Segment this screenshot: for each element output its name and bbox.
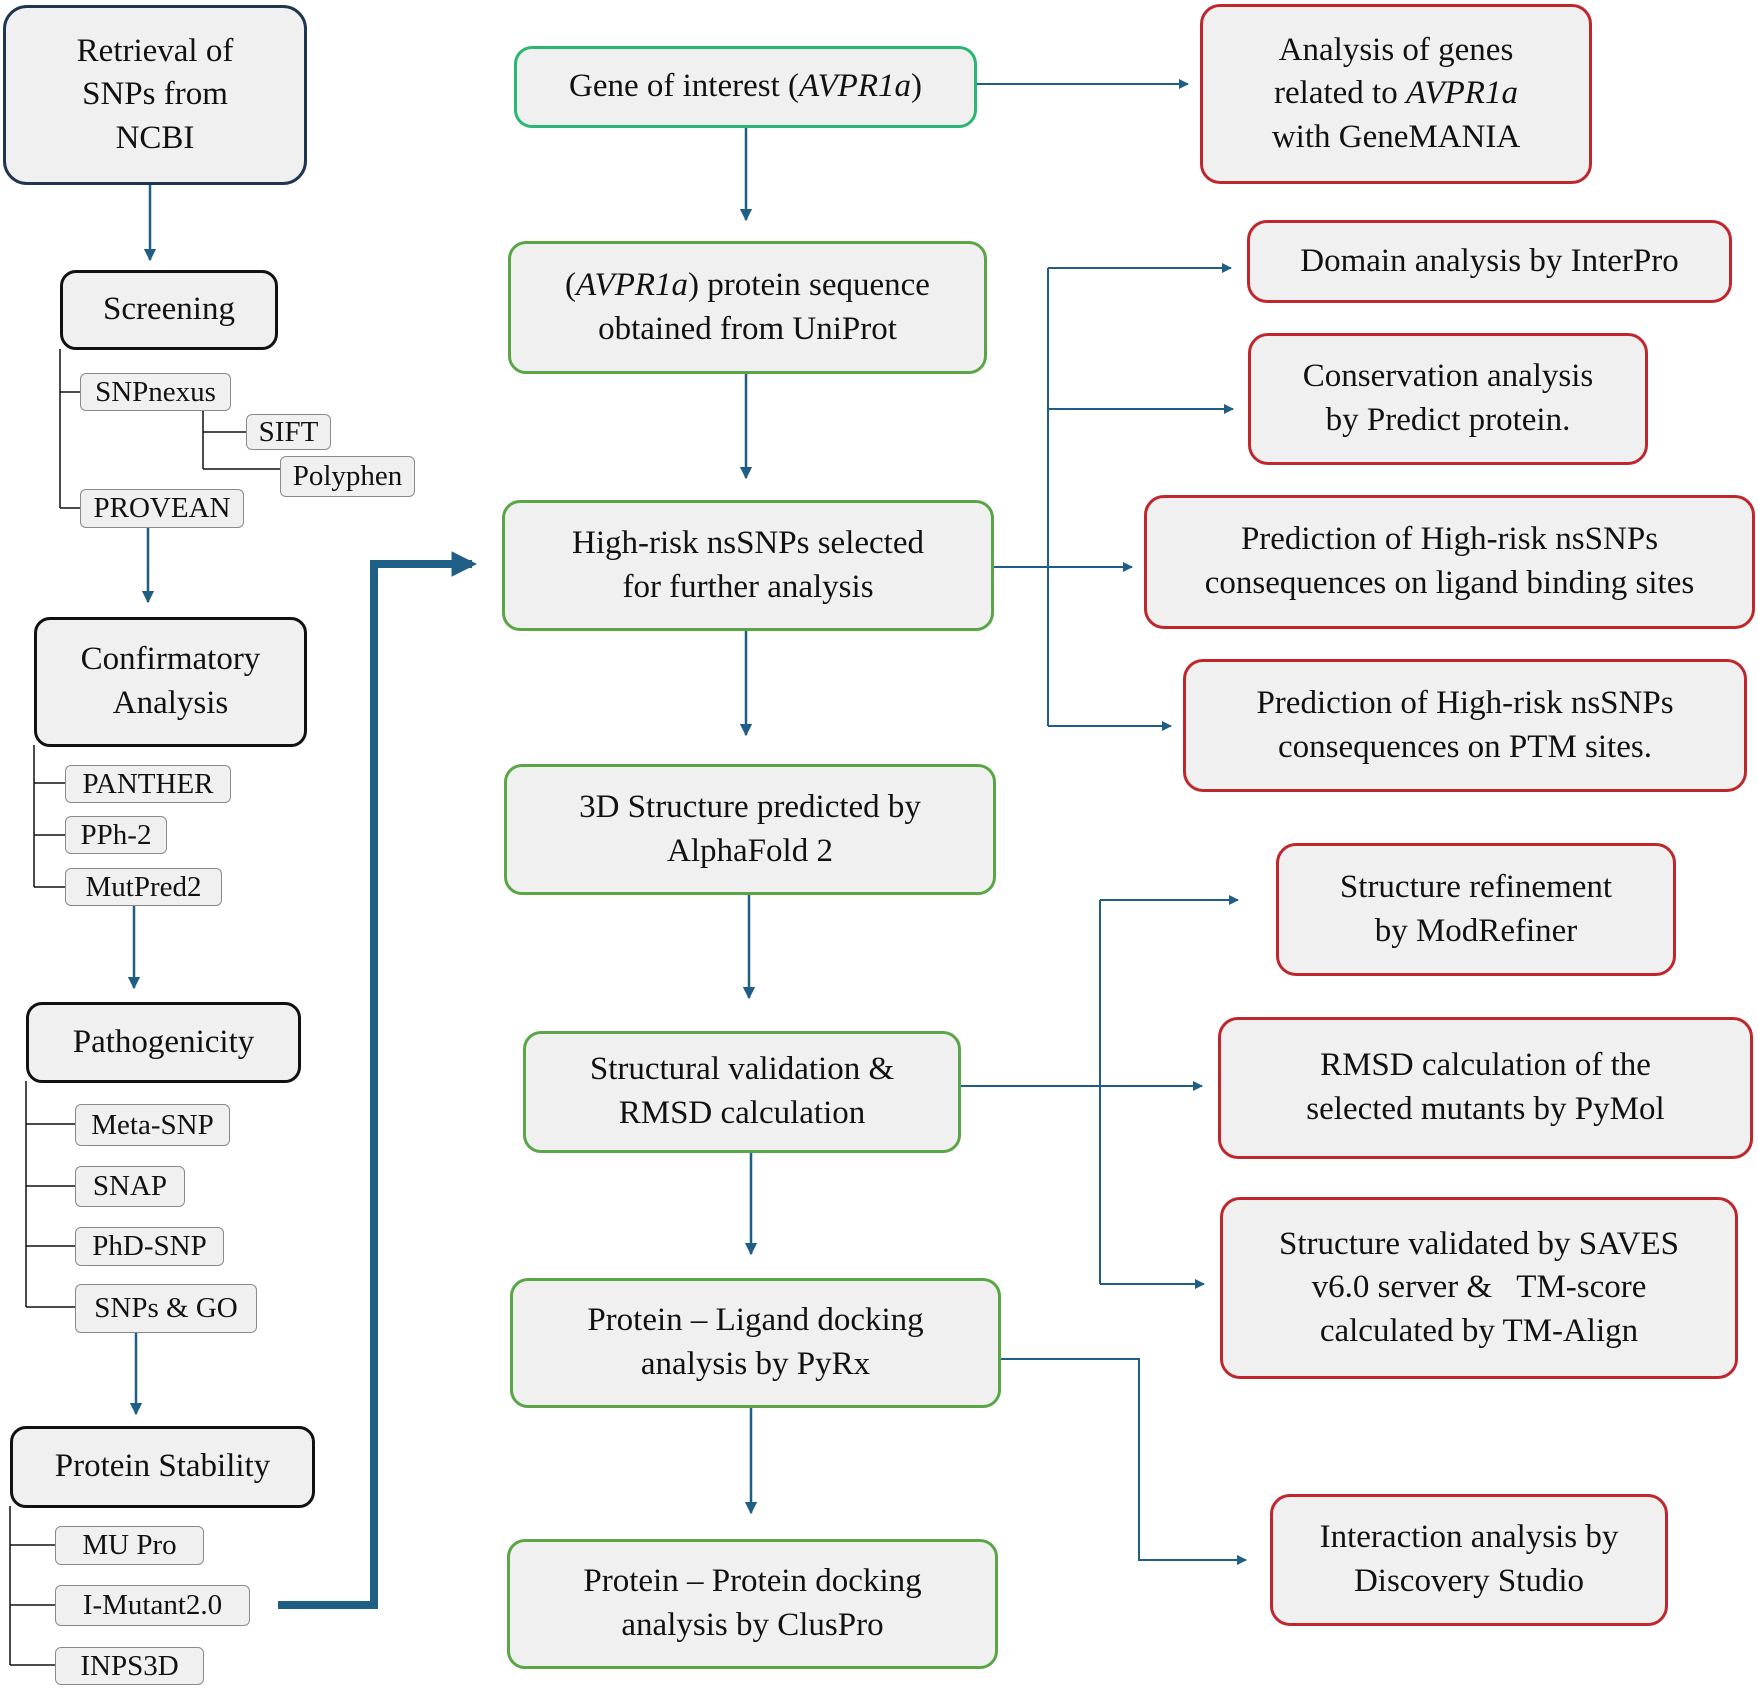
modrefiner-box: Structure refinement by ModRefiner [1276,843,1676,976]
confirmatory-box: Confirmatory Analysis [34,617,307,747]
pathogenicity-box: Pathogenicity [26,1002,301,1083]
ligand-docking-line-2: analysis by PyRx [640,1346,871,1382]
genemania-line-3: with GeneMANIA [1271,118,1521,155]
arrow-ligand-to-discovery [1001,1358,1247,1565]
protein-docking-line-1: Protein – Protein docking [583,1563,922,1600]
tool-snap: SNAP [75,1166,185,1207]
saves-line-3: calculated by TM-Align [1319,1312,1639,1349]
retrieval-line-1: Retrieval of [76,32,234,69]
ligand-sites-line-2: consequences on ligand binding sites [1204,565,1695,601]
ligand-docking-box: Protein – Ligand docking analysis by PyR… [510,1278,1001,1408]
tool-sift: SIFT [246,414,331,450]
tool-meta-snp: Meta-SNP [75,1104,230,1146]
high-risk-box: High-risk nsSNPs selected for further an… [502,500,994,631]
saves-line-1: Structure validated by SAVES [1279,1225,1679,1262]
gene-label: Gene of interest (AVPR1a) [569,65,922,109]
interpro-text: Domain analysis by InterPro [1300,242,1679,279]
retrieval-line-3: NCBI [115,119,195,156]
stability-title: Protein Stability [54,1448,271,1485]
modrefiner-line-2: by ModRefiner [1374,912,1578,949]
pathogenicity-title: Pathogenicity [72,1023,255,1060]
pymol-line-1: RMSD calculation of the [1320,1047,1651,1084]
ptm-sites-line-1: Prediction of High-risk nsSNPs [1256,684,1674,721]
gene-of-interest-box: Gene of interest (AVPR1a) [514,46,977,128]
tool-polyphen: Polyphen [280,456,415,497]
discovery-box: Interaction analysis by Discovery Studio [1270,1494,1668,1626]
structure-line-2: AlphaFold 2 [667,832,833,869]
genemania-prefix: related to [1274,75,1406,112]
tool-snpnexus: SNPnexus [80,373,231,411]
tool-i-mutant: I-Mutant2.0 [55,1585,250,1626]
screening-title: Screening [103,291,235,328]
validation-line-1: Structural validation & [589,1051,895,1088]
validation-box: Structural validation & RMSD calculation [523,1031,961,1153]
ptm-sites-line-2: consequences on PTM sites. [1278,728,1652,765]
screening-tree [59,349,280,509]
modrefiner-line-1: Structure refinement [1339,868,1613,905]
tool-provean: PROVEAN [80,489,244,528]
stability-tree [9,1506,55,1666]
conservation-line-1: Conservation analysis [1302,358,1594,395]
confirmatory-title-line-2: Analysis [112,685,229,721]
conservation-line-2: by Predict protein. [1325,402,1571,438]
high-risk-line-2: for further analysis [622,568,874,605]
saves-line-2: v6.0 server & TM-score [1311,1269,1647,1306]
saves-box: Structure validated by SAVES v6.0 server… [1220,1197,1738,1379]
genemania-gene-name: AVPR1a [1405,75,1518,112]
gene-name: AVPR1a [799,68,911,105]
genemania-box: Analysis of genes related to AVPR1a with… [1200,4,1592,184]
sequence-gene-name: AVPR1a [576,266,689,303]
tool-tree-lines [9,349,280,1666]
high-risk-line-1: High-risk nsSNPs selected [572,524,924,561]
screening-box: Screening [60,270,278,350]
tool-inps3d: INPS3D [55,1647,204,1685]
ligand-docking-line-1: Protein – Ligand docking [587,1302,924,1339]
ptm-sites-box: Prediction of High-risk nsSNPs consequen… [1183,659,1747,792]
conservation-box: Conservation analysis by Predict protein… [1248,333,1648,465]
ligand-sites-box: Prediction of High-risk nsSNPs consequen… [1144,495,1755,629]
pymol-box: RMSD calculation of the selected mutants… [1218,1017,1753,1159]
ligand-sites-line-1: Prediction of High-risk nsSNPs [1240,521,1659,558]
protein-docking-box: Protein – Protein docking analysis by Cl… [507,1539,998,1669]
stability-box: Protein Stability [10,1426,315,1508]
genemania-line-2: related to AVPR1a [1272,72,1520,116]
tool-snps-go: SNPs & GO [75,1284,257,1333]
sequence-line-2: obtained from UniProt [598,310,897,347]
discovery-line-1: Interaction analysis by [1319,1519,1619,1556]
interpro-box: Domain analysis by InterPro [1247,220,1732,303]
thick-arrow-stability-to-highrisk [278,551,478,1609]
tool-panther: PANTHER [65,765,231,803]
protein-docking-line-2: analysis by ClusPro [621,1607,884,1643]
retrieval-box: Retrieval of SNPs from NCBI [3,5,307,185]
genemania-line-1: Analysis of genes [1278,31,1514,68]
pathogenicity-tree [25,1081,75,1308]
sequence-suffix: ) protein sequence [688,266,930,303]
sequence-line-1: (AVPR1a) protein sequence [565,264,930,308]
gene-prefix: Gene of interest ( [569,68,799,105]
tool-mutpred2: MutPred2 [65,868,222,906]
validation-line-2: RMSD calculation [618,1095,866,1131]
structure-line-1: 3D Structure predicted by [579,788,921,825]
confirmatory-tree [33,745,65,888]
structure-box: 3D Structure predicted by AlphaFold 2 [504,764,996,895]
discovery-line-2: Discovery Studio [1353,1563,1585,1599]
confirmatory-title-line-1: Confirmatory [80,641,261,678]
protein-sequence-box: (AVPR1a) protein sequence obtained from … [508,241,987,374]
gene-suffix: ) [911,68,922,105]
retrieval-line-2: SNPs from [82,76,228,113]
tool-mu-pro: MU Pro [55,1526,204,1565]
tool-pph2: PPh-2 [65,816,167,854]
tool-phd-snp: PhD-SNP [75,1227,224,1266]
sequence-prefix: ( [565,266,577,303]
pymol-line-2: selected mutants by PyMol [1306,1091,1665,1127]
